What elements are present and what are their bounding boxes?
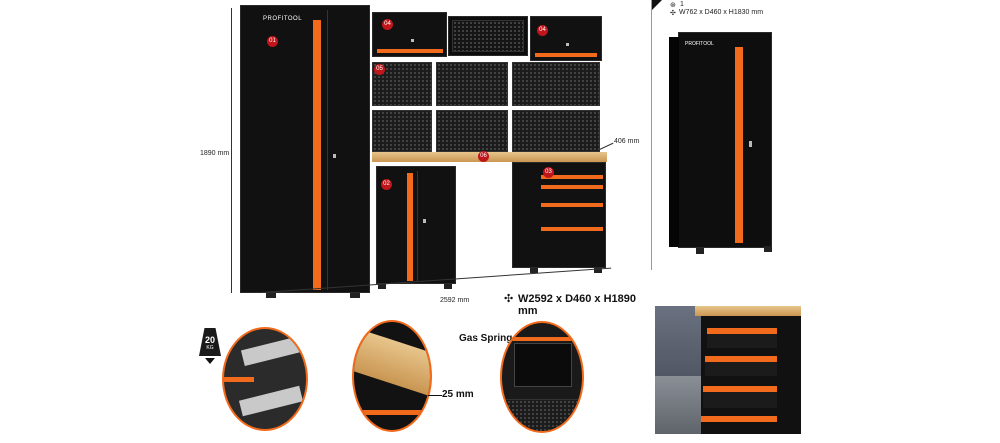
weight-icon: [199, 328, 221, 356]
quantity-label: 1: [680, 1, 684, 8]
single-cabinet-side: [669, 37, 679, 247]
badge-04-right: 04: [537, 25, 548, 36]
photo-drawer: [707, 328, 777, 334]
down-arrow-icon: [205, 358, 215, 364]
under-bench-cabinet-stripe: [407, 173, 413, 281]
photo-drawer: [705, 356, 777, 362]
pegboard-panel: [436, 62, 508, 106]
worktop-thickness-pointer: [428, 395, 442, 396]
single-cabinet: PROFITOOL: [669, 32, 772, 248]
under-bench-foot-right: [444, 284, 452, 289]
wall-cabinet-left-lock: [411, 39, 414, 42]
single-cabinet-lock: [749, 141, 752, 147]
drawer-cabinet: 03: [512, 162, 606, 268]
width-dimension-label: 2592 mm: [440, 297, 470, 304]
dimensions-move-icon: ✣: [504, 293, 514, 305]
single-cabinet-section: ⊛ 1 ✣ W762 x D460 x H1830 mm PROFITOOL: [652, 0, 802, 270]
wall-cabinet-middle: [448, 16, 528, 56]
worktop-edge-detail: [352, 320, 432, 432]
pegboard-wall: 05: [372, 62, 602, 152]
photo-drawer: [703, 386, 777, 392]
single-cabinet-foot-right: [764, 246, 772, 252]
open-wall-cabinet: [514, 343, 572, 387]
photo-worktop: [695, 306, 801, 316]
detail-stripe: [224, 377, 254, 382]
corner-arrow-icon: [652, 0, 662, 10]
wall-cabinet-left-stripe: [377, 49, 443, 53]
single-cabinet-stripe: [735, 47, 743, 243]
load-unit: KG: [206, 345, 214, 351]
height-dimension-label: 1890 mm: [200, 150, 230, 157]
drawer-handle-1: [541, 175, 603, 179]
photo-drawer-box: [707, 334, 777, 348]
badge-05: 05: [374, 64, 385, 75]
brand-logo: PROFITOOL: [263, 16, 303, 22]
tall-cabinet-foot-left: [266, 293, 276, 298]
quantity-icon: ⊛: [670, 2, 676, 9]
photo-drawer-box: [705, 362, 777, 376]
height-dimension-line: [231, 8, 232, 293]
main-dimensions-text: W2592 x D460 x H1890 mm: [518, 293, 637, 317]
single-cabinet-foot-left: [696, 248, 704, 254]
tall-cabinet: PROFITOOL 01: [240, 5, 370, 293]
photo-drawer-box: [703, 392, 777, 408]
depth-dimension-label: 406 mm: [614, 138, 640, 145]
slide-rail: [238, 385, 304, 417]
drawer-handle-4: [541, 227, 603, 231]
single-dimensions-icon: ✣: [670, 10, 676, 17]
detail-pegboard: [502, 399, 582, 431]
under-bench-cabinet-divider: [417, 171, 418, 281]
tall-cabinet-stripe: [313, 20, 321, 290]
wall-cabinet-right-stripe: [535, 53, 597, 57]
under-bench-cabinet: 02: [376, 166, 456, 284]
single-cabinet-brand: PROFITOOL: [685, 41, 714, 47]
tall-cabinet-door-divider: [327, 10, 328, 290]
wall-cabinet-right-lock: [566, 43, 569, 46]
vertical-divider: [651, 0, 652, 270]
pegboard-panel: [512, 62, 600, 106]
slide-rail: [240, 335, 304, 367]
drawer-cabinet-foot-left: [530, 268, 538, 273]
drawer-slide-detail: [222, 327, 308, 431]
gas-spring-label: Gas Spring: [459, 333, 513, 344]
wall-cabinet-left: 04: [372, 12, 447, 57]
photo-drawer: [701, 416, 777, 422]
pegboard-panel: [512, 110, 600, 152]
wall-cabinet-right: 04: [530, 16, 602, 61]
badge-03: 03: [543, 167, 554, 178]
tall-cabinet-lock: [333, 154, 336, 158]
detail-stripe: [354, 410, 430, 415]
middle-top-panel: [452, 20, 524, 52]
load-value: 20: [204, 335, 215, 345]
drawer-cabinet-foot-right: [594, 268, 602, 273]
worktop-thickness-label: 25 mm: [442, 389, 474, 400]
main-workshop-set: 1890 mm PROFITOOL 01 04 04 05 06 40: [200, 0, 650, 320]
badge-04-left: 04: [382, 19, 393, 30]
badge-01: 01: [267, 36, 278, 47]
under-bench-cabinet-lock: [423, 219, 426, 223]
pegboard-panel: [372, 110, 432, 152]
badge-02: 02: [381, 179, 392, 190]
badge-06: 06: [478, 151, 489, 162]
drawer-cabinet-photo: [655, 306, 801, 434]
single-dimensions-text: W762 x D460 x H1830 mm: [679, 9, 764, 16]
under-bench-foot-left: [378, 284, 386, 289]
tall-cabinet-foot-right: [350, 293, 360, 298]
detail-stripe: [510, 337, 572, 341]
drawer-handle-3: [541, 203, 603, 207]
drawer-handle-2: [541, 185, 603, 189]
wooden-worktop: 06: [372, 151, 607, 162]
worktop-slice: [354, 324, 430, 404]
pegboard-panel: [436, 110, 508, 152]
load-capacity-badge: 20 KG: [199, 328, 221, 364]
gas-spring-detail: [500, 321, 584, 433]
